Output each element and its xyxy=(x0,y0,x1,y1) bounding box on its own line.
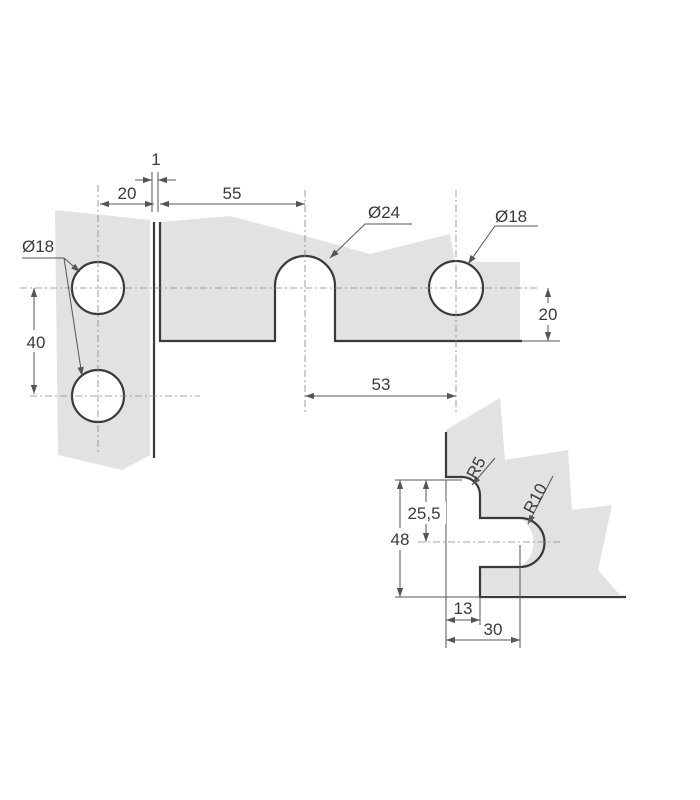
top-panel-outline xyxy=(158,222,522,343)
dim-top-gap-label: 1 xyxy=(151,150,160,169)
dim-detail-width-total-label: 30 xyxy=(484,620,503,639)
top-glass-panel xyxy=(158,216,522,343)
dim-left-offset: 20 xyxy=(100,184,154,208)
dim-detail-height-total: 48 xyxy=(386,480,416,597)
dim-detail-width-small-label: 13 xyxy=(454,599,473,618)
dim-left-hole-diameter-label: Ø18 xyxy=(22,237,54,256)
dim-right-hole-diameter-label: Ø18 xyxy=(495,207,527,226)
dim-slot-diameter-label: Ø24 xyxy=(368,203,400,222)
dim-top-to-slot-label: 55 xyxy=(223,184,242,203)
dim-hole-spacing-label: 40 xyxy=(27,333,46,352)
dim-top-to-slot: 55 xyxy=(160,184,305,208)
dim-hole-spacing: 40 xyxy=(22,288,50,394)
dim-detail-width-total: 30 xyxy=(446,620,520,644)
dim-hole-height: 20 xyxy=(533,288,563,341)
dim-left-offset-label: 20 xyxy=(118,184,137,203)
dim-top-gap: 1 xyxy=(135,150,176,212)
dim-detail-width-small: 13 xyxy=(446,599,480,624)
dim-slot-diameter: Ø24 xyxy=(329,203,412,259)
left-glass-panel xyxy=(55,210,156,470)
dim-detail-height-partial-label: 25,5 xyxy=(407,504,440,523)
dim-left-hole-diameter: Ø18 xyxy=(22,237,84,377)
dim-detail-height-total-label: 48 xyxy=(391,530,410,549)
detail-view: R5 R10 25,5 48 13 30 xyxy=(386,398,626,648)
center-lines xyxy=(20,185,560,455)
dim-right-hole-diameter: Ø18 xyxy=(467,207,538,265)
dim-detail-height-partial: 25,5 xyxy=(402,480,446,542)
dim-slot-to-hole-label: 53 xyxy=(372,375,391,394)
dim-hole-height-label: 20 xyxy=(539,305,558,324)
dim-slot-to-hole: 53 xyxy=(305,375,456,400)
